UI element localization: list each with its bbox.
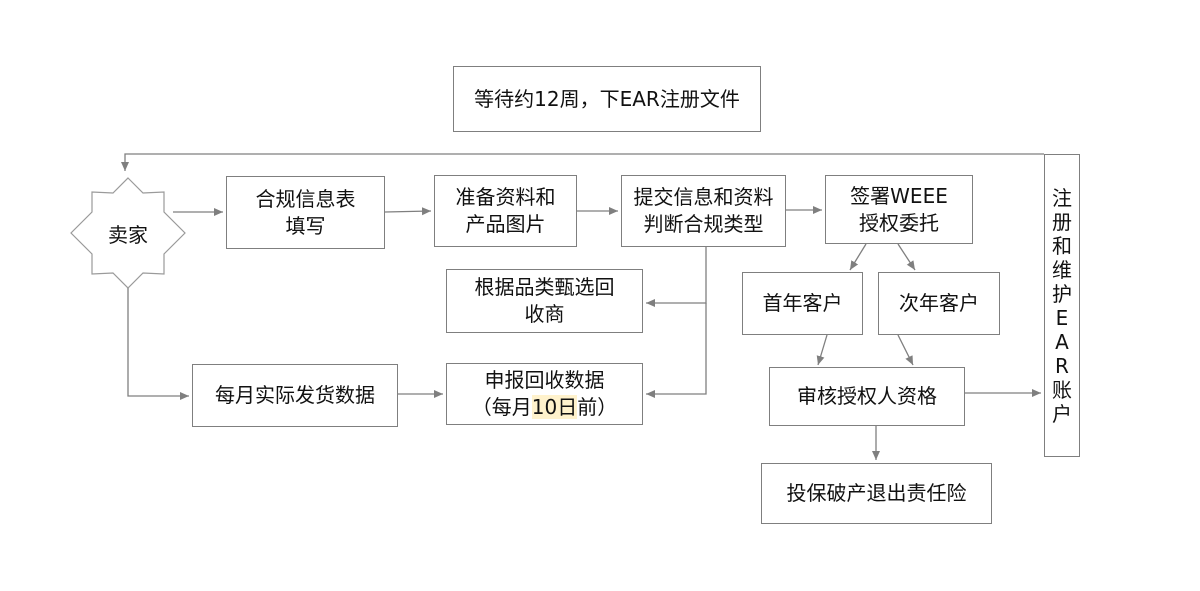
recycler-select-box: 根据品类甄选回 收商 [446, 269, 643, 333]
monthly-shipment-label: 每月实际发货数据 [215, 383, 375, 407]
compliance-line-2: 填写 [285, 213, 326, 238]
first-year-label: 首年客户 [762, 291, 843, 315]
connector-loop-back [121, 153, 1044, 171]
connector-sign-first [849, 243, 867, 271]
wait-registration-box: 等待约12周，下EAR注册文件 [453, 66, 761, 132]
connector-submit-recycler [646, 247, 707, 307]
report-line-2: （每月10日前） [472, 394, 617, 421]
report-open: （每月 [471, 395, 532, 419]
connector-next-review [897, 334, 914, 366]
ear-char-8: R [1055, 353, 1069, 378]
prepare-line-1: 准备资料和 [455, 185, 556, 209]
ear-account-box [1044, 154, 1080, 457]
connector-compliance-prepare [384, 207, 432, 216]
prepare-line-2: 产品图片 [465, 212, 546, 236]
sign-line-2: 授权委托 [859, 210, 939, 235]
insurance-label: 投保破产退出责任险 [786, 481, 967, 505]
seller-node: 卖家 [71, 178, 185, 288]
seller-label: 卖家 [108, 222, 148, 247]
ear-char-1: 注 [1052, 185, 1072, 210]
ear-char-5: 护 [1052, 281, 1072, 306]
ear-account-text: 注 册 和 维 护 E A R 账 户 [1044, 154, 1080, 457]
compliance-form-box: 合规信息表 填写 [226, 176, 385, 249]
ear-char-9: 账 [1052, 377, 1072, 402]
next-year-box: 次年客户 [878, 272, 1000, 335]
sign-line-1: 签署WEEE [850, 183, 948, 208]
insurance-box: 投保破产退出责任险 [761, 463, 992, 524]
report-recycling-box: 申报回收数据 （每月10日前） [446, 363, 643, 425]
report-close: 前） [577, 395, 618, 419]
ear-char-7: A [1055, 329, 1069, 354]
prepare-materials-box: 准备资料和 产品图片 [434, 175, 577, 247]
review-label: 审核授权人资格 [797, 384, 937, 408]
connector-seller-monthly [127, 288, 189, 400]
wait-registration-label: 等待约12周，下EAR注册文件 [474, 86, 740, 111]
connector-sign-next [897, 243, 916, 271]
first-year-box: 首年客户 [742, 272, 863, 335]
ear-char-10: 户 [1052, 401, 1072, 426]
recycler-line-2: 收商 [524, 302, 565, 326]
ear-char-2: 册 [1052, 209, 1072, 234]
connector-submit-report [646, 303, 707, 398]
next-year-label: 次年客户 [899, 291, 979, 315]
sign-weee-box: 签署WEEE 授权委托 [825, 175, 973, 244]
monthly-shipment-box: 每月实际发货数据 [192, 364, 398, 427]
submit-info-box: 提交信息和资料 判断合规类型 [621, 175, 786, 247]
connector-first-review [816, 334, 828, 366]
submit-line-2: 判断合规类型 [643, 212, 764, 236]
review-qualification-box: 审核授权人资格 [769, 367, 965, 426]
ear-char-3: 和 [1052, 233, 1072, 258]
compliance-line-1: 合规信息表 [255, 186, 356, 211]
ear-char-6: E [1055, 305, 1069, 330]
ear-char-4: 维 [1052, 257, 1072, 282]
report-line-1: 申报回收数据 [484, 368, 605, 392]
report-highlight: 10日 [531, 395, 578, 419]
recycler-line-1: 根据品类甄选回 [474, 275, 615, 299]
submit-line-1: 提交信息和资料 [633, 185, 774, 209]
